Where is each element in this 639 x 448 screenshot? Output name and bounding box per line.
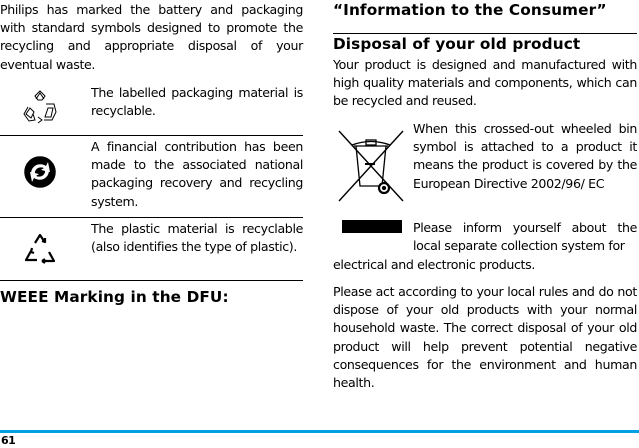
symbol-row-plastic: The plastic material is recyclable (also… <box>0 220 303 279</box>
footer-rule <box>0 430 639 433</box>
info-title: “Information to the Consumer” <box>333 1 607 19</box>
paragraph-product-quality: Your product is designed and manufacture… <box>333 57 637 109</box>
plastic-recycle-triangle-icon <box>24 233 56 264</box>
bin-symbol-text: When this crossed-out wheeled bin symbol… <box>413 121 637 191</box>
divider <box>0 135 303 136</box>
symbol-row-recyclable: The labelled packaging material is recyc… <box>0 84 303 134</box>
inform-text-continued: electrical and electronic products. <box>333 257 535 272</box>
symbol-text-recyclable: The labelled packaging material is recyc… <box>91 85 303 119</box>
symbol-text-plastic: The plastic material is recyclable (also… <box>91 221 303 255</box>
intro-paragraph: Philips has marked the battery and packa… <box>0 2 303 72</box>
symbol-text-green-dot: A financial contribution has been made t… <box>91 139 303 209</box>
disposal-heading: Disposal of your old product <box>333 35 581 53</box>
weee-heading: WEEE Marking in the DFU: <box>0 288 229 306</box>
recycle-mobius-icon <box>23 90 57 124</box>
inform-text: Please inform yourself about the local s… <box>413 220 637 254</box>
symbol-row-green-dot: A financial contribution has been made t… <box>0 138 303 216</box>
paragraph-local-rules: Please act according to your local rules… <box>333 284 637 391</box>
green-dot-icon <box>24 156 56 188</box>
page-number: 61 <box>1 434 16 447</box>
divider <box>0 217 303 218</box>
heading-rule <box>333 33 637 34</box>
divider <box>0 280 303 281</box>
black-bar-marker <box>342 220 402 233</box>
crossed-out-wheeled-bin-icon <box>338 130 404 202</box>
